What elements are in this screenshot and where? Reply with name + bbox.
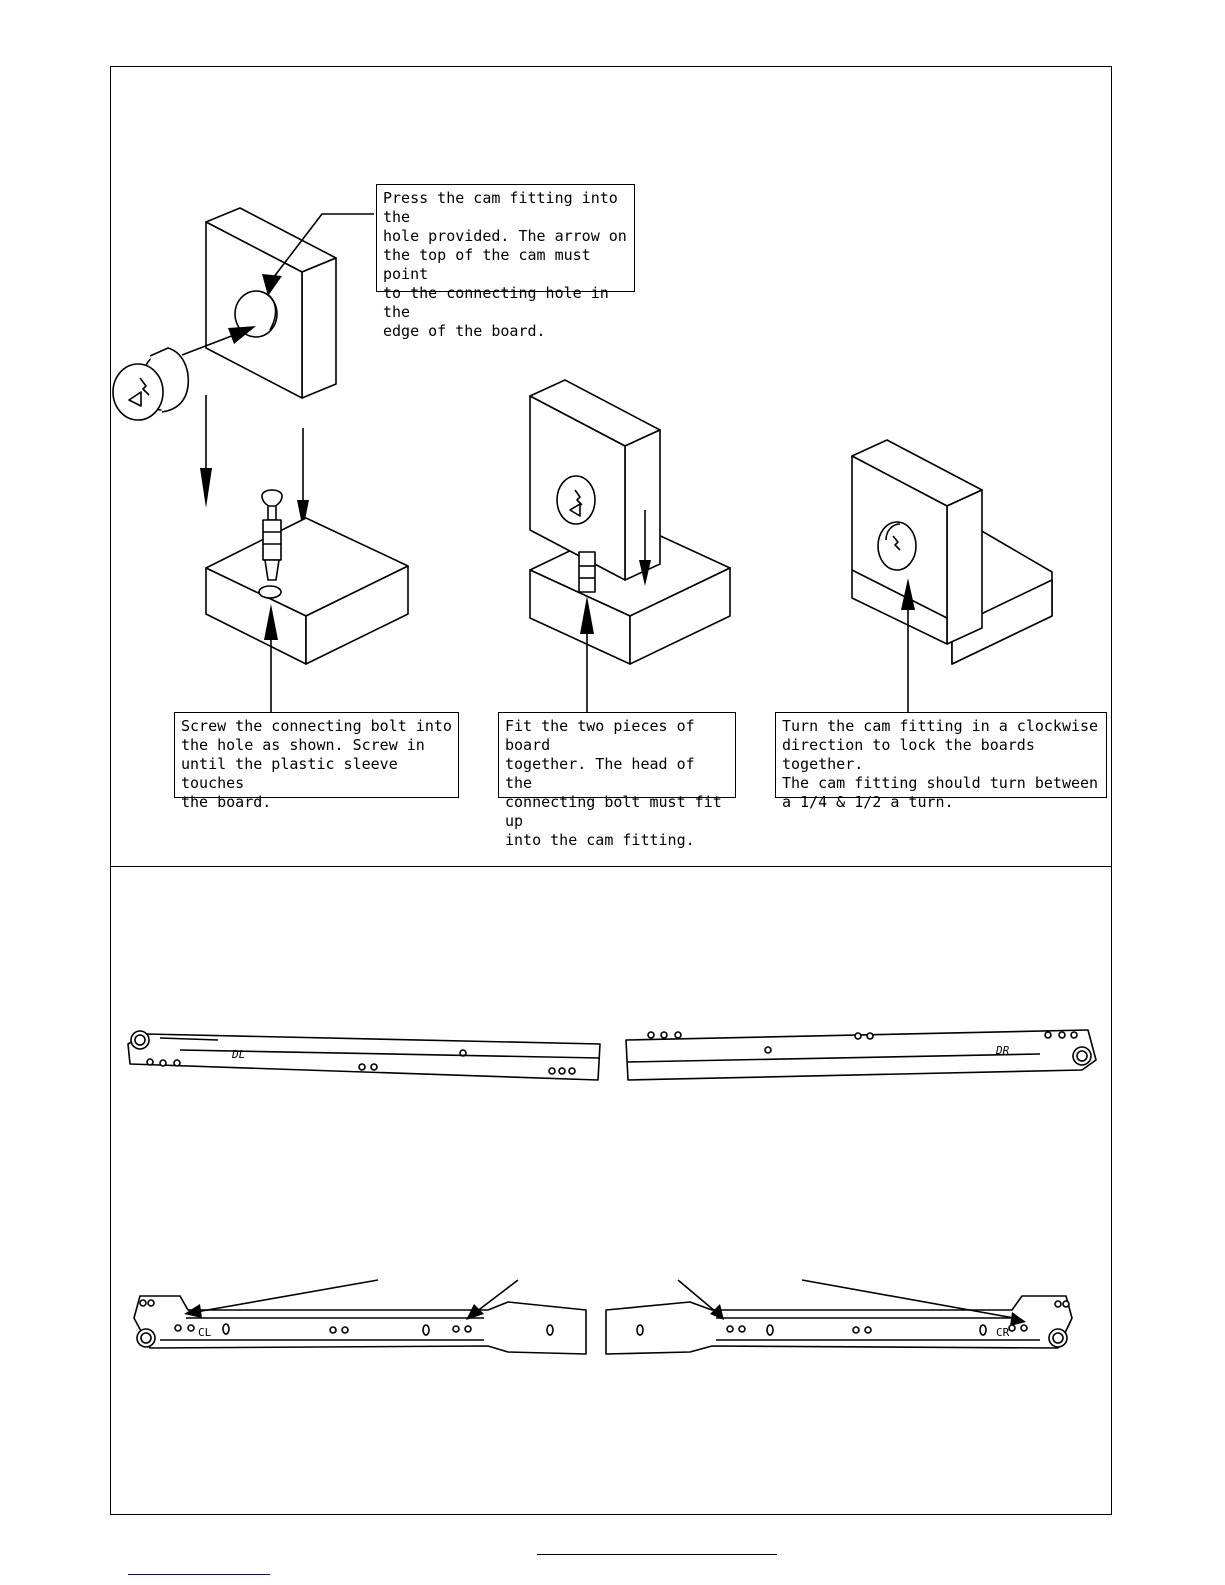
- runner-label-dl: DL: [231, 1048, 245, 1061]
- connecting-bolt-icon: [261, 489, 283, 581]
- arrow-up-step3: [901, 578, 915, 610]
- callout-press-cam: Press the cam fitting into the hole prov…: [376, 184, 635, 340]
- runner-top-right: [625, 1029, 1097, 1081]
- arrow-up-step1: [264, 604, 278, 640]
- callout-fit-boards: Fit the two pieces of board together. Th…: [498, 712, 736, 849]
- runner-label-dr: DR: [995, 1044, 1010, 1057]
- runner-label-cr: CR: [996, 1326, 1010, 1339]
- board-assembled-step3: [851, 439, 1053, 665]
- runner-label-cl: CL: [198, 1326, 212, 1339]
- leader-press-cam: [269, 213, 374, 283]
- bolt-step2: [578, 551, 596, 593]
- section-divider: [110, 866, 1112, 867]
- runner-pointer-arrows: [184, 1279, 1026, 1326]
- runner-bottom-left: [133, 1295, 587, 1355]
- runner-top-left: [127, 1030, 601, 1081]
- board-base-step1: [205, 517, 409, 665]
- board-upright-step2: [529, 379, 661, 581]
- runner-bottom-right: [605, 1295, 1073, 1355]
- instruction-frame: [110, 66, 1112, 1515]
- cam-fitting-icon: [112, 347, 190, 421]
- arrow-down-left: [200, 468, 212, 508]
- footer-rule: [537, 1554, 777, 1555]
- callout-turn-cam: Turn the cam fitting in a clockwise dire…: [775, 712, 1107, 811]
- board-upright-step1: [205, 207, 337, 399]
- arrow-down-step2: [639, 560, 651, 586]
- arrow-down-right: [297, 500, 309, 530]
- callout-screw-bolt: Screw the connecting bolt into the hole …: [174, 712, 459, 811]
- arrow-up-step2: [580, 596, 594, 634]
- footer-link-underline[interactable]: [128, 1574, 270, 1575]
